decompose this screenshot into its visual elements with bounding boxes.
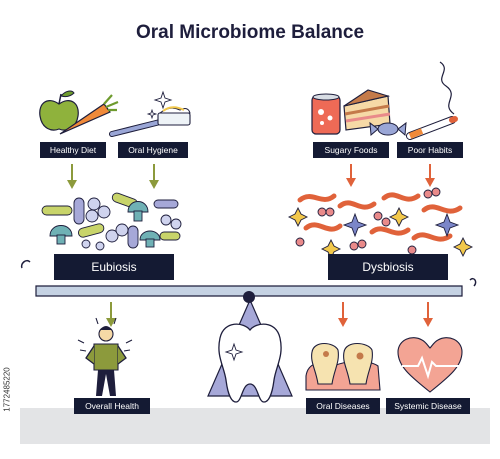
label-sugary-foods: Sugary Foods — [313, 142, 389, 158]
image-id-label: 1772485220 — [2, 367, 12, 412]
carrot-icon — [59, 94, 119, 135]
harmful-microbes-cluster — [287, 187, 474, 260]
label-overall-health: Overall Health — [74, 398, 150, 414]
arrow-oral-hygiene — [149, 164, 159, 189]
label-oral-hygiene: Oral Hygiene — [118, 142, 188, 158]
healthy-microbes-cluster — [41, 192, 182, 251]
apple-icon — [39, 90, 79, 131]
label-systemic-disease: Systemic Disease — [386, 398, 470, 414]
arrow-sugary-foods — [346, 164, 356, 187]
arrow-poor-habits — [425, 164, 435, 187]
label-eubiosis: Eubiosis — [54, 254, 174, 280]
label-healthy-diet: Healthy Diet — [40, 142, 106, 158]
label-oral-diseases: Oral Diseases — [306, 398, 380, 414]
soda-can-icon — [311, 93, 341, 135]
label-poor-habits: Poor Habits — [397, 142, 463, 158]
arrow-overall-health — [106, 302, 116, 327]
healthy-person-icon — [77, 317, 133, 396]
label-dysbiosis: Dysbiosis — [328, 254, 448, 280]
ground — [20, 408, 490, 444]
page-title: Oral Microbiome Balance — [135, 22, 365, 43]
heart-ecg-icon — [397, 337, 463, 393]
arrow-oral-diseases — [338, 302, 348, 327]
cigarette-icon — [406, 61, 458, 140]
candy-icon — [369, 121, 407, 137]
arrow-systemic-disease — [423, 302, 433, 327]
toothbrush-icon — [109, 90, 191, 137]
image-id-text: 1772485220 — [2, 340, 12, 440]
tooth-icon — [218, 323, 282, 403]
decayed-teeth-icon — [305, 342, 381, 391]
arrow-healthy-diet — [67, 164, 77, 189]
